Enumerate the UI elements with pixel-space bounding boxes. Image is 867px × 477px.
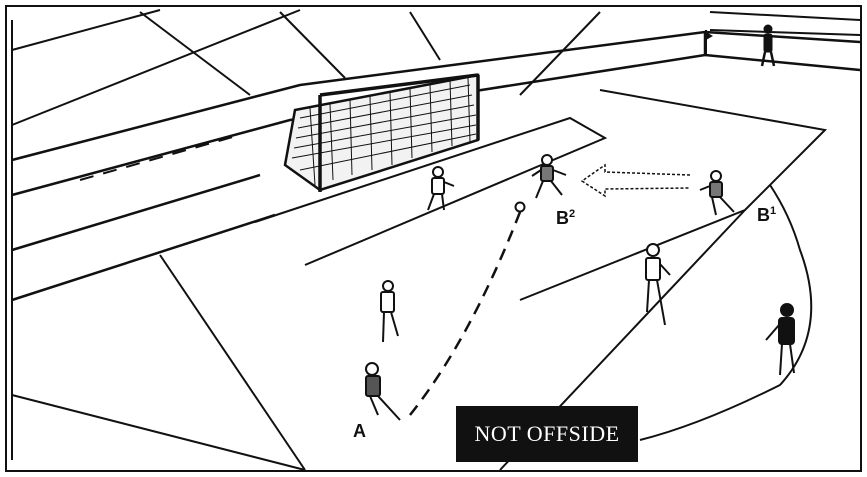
goal-net (283, 73, 480, 192)
label-player-b2: B2 (556, 208, 576, 228)
caption-text: NOT OFFSIDE (474, 421, 620, 446)
ball (514, 201, 526, 213)
far-stand (519, 11, 861, 96)
caption-box: NOT OFFSIDE (456, 406, 638, 462)
stands (11, 9, 441, 460)
player-a (365, 362, 401, 421)
barrier-dashes (79, 134, 241, 181)
player-b1 (699, 170, 735, 216)
player-defender-right (765, 303, 795, 376)
player-b2 (531, 154, 567, 199)
player-attacker-midfield (380, 280, 399, 343)
corner-flag (705, 30, 713, 55)
player-goalkeeper (427, 166, 455, 211)
pass-trajectory (409, 211, 522, 416)
pitch-markings (11, 89, 828, 471)
label-player-a: A (353, 421, 366, 441)
label-player-b1: B1 (757, 205, 777, 225)
movement-arrow (580, 163, 691, 198)
player-defender-center (645, 243, 671, 326)
spectator-figure (760, 24, 776, 67)
